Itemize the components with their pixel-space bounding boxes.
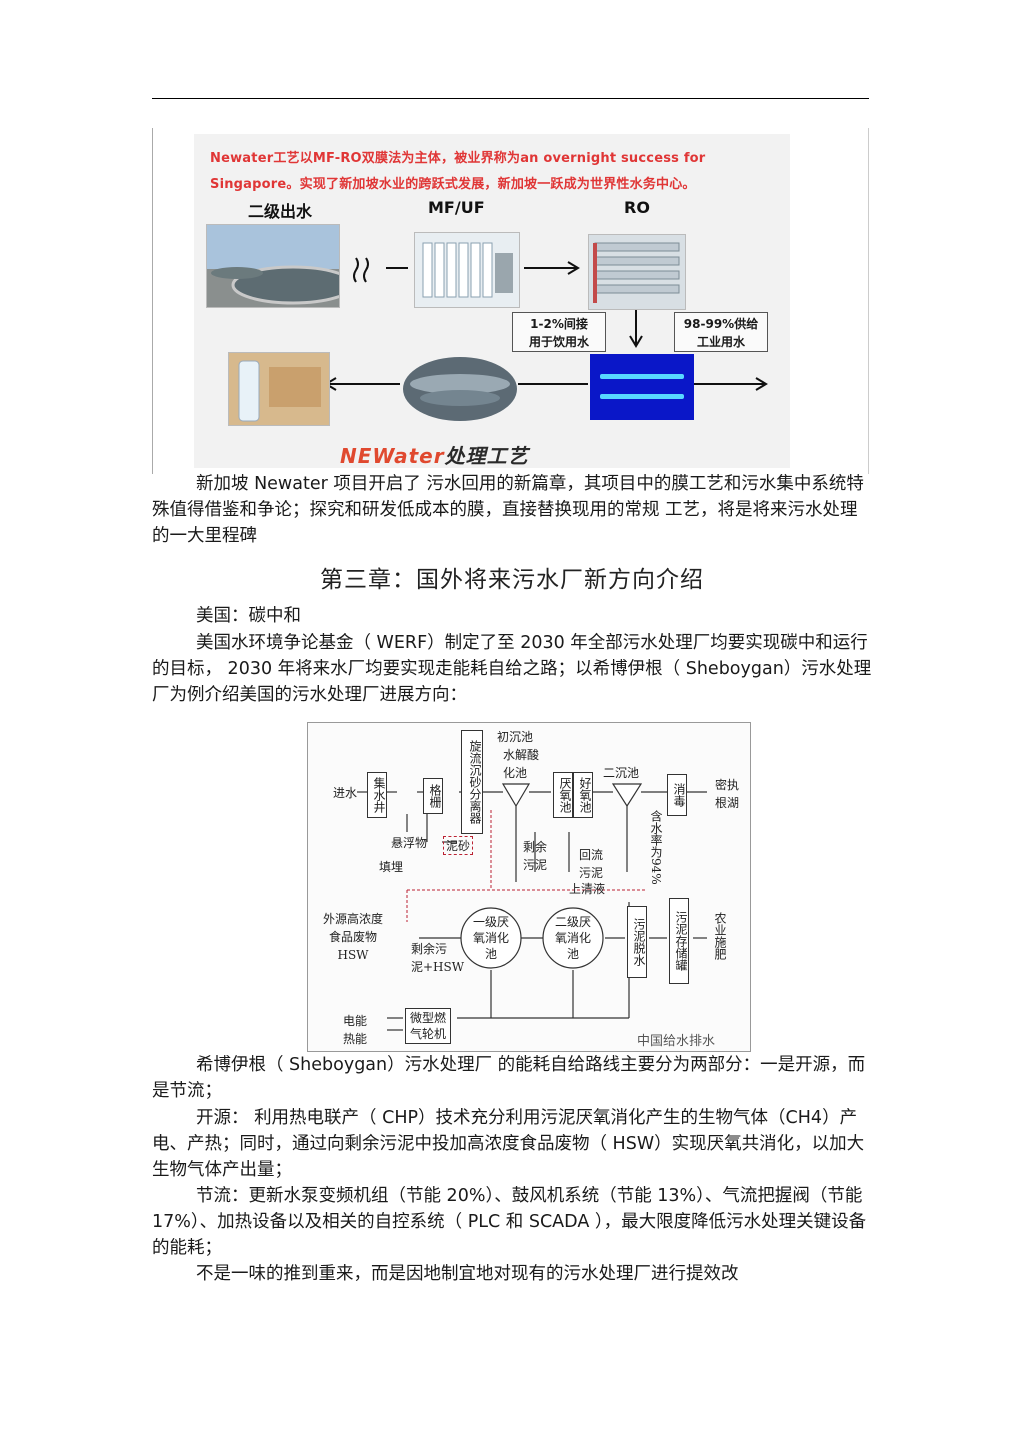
bottled-water-photo	[228, 352, 330, 426]
chapter-heading: 第三章：国外将来污水厂新方向介绍	[320, 567, 704, 593]
paragraph-sheboygan: 希博伊根（ Sheboygan）污水处理厂 的能耗自给路线主要分为两部分：一是开…	[152, 1055, 866, 1101]
header-rule	[152, 98, 869, 99]
screen: 格栅	[423, 778, 443, 814]
excess-hsw-label: 剩余污泥+HSW	[411, 942, 465, 974]
suspended-solids-label: 悬浮物	[391, 836, 428, 850]
label-ro: RO	[624, 198, 650, 217]
newater-figure: Newater工艺以MF-RO双膜法为主体，被业界称为an overnight …	[152, 128, 869, 474]
inlet-label: 进水	[333, 786, 358, 800]
sheboygan-flow-figure: 进水 集水井 格栅 旋流沉砂分离器 初沉池 水解酸化池 厌氧池 好氧池 二沉池 …	[307, 722, 751, 1052]
collect-well: 集水井	[367, 772, 387, 818]
treatment-plant-photo	[206, 224, 340, 308]
primary-clarifier-label: 初沉池	[497, 730, 534, 744]
watermark: 中国给水排水	[637, 1034, 716, 1049]
figure-headline: Newater工艺以MF-RO双膜法为主体，被业界称为an overnight …	[210, 151, 706, 192]
potable-water-box: 1-2%间接用于饮用水	[512, 312, 606, 352]
heat-label: 热能	[343, 1032, 368, 1046]
paragraph-newater: 新加坡 Newater 项目开启了 污水回用的新篇章，其项目中的膜工艺和污水集中…	[152, 474, 864, 546]
sludge-dewatering: 污泥脱水	[627, 906, 647, 978]
landfill-label: 填埋	[379, 860, 404, 874]
aerobic-tank: 好氧池	[573, 772, 593, 818]
paragraph-werf: 美国水环境争论基金（ WERF）制定了至 2030 年全部污水处理厂均要实现碳中…	[152, 633, 872, 705]
membrane-unit-photo	[414, 232, 520, 308]
excess-sludge-label: 剩余污泥	[523, 840, 548, 872]
outfall-label: 密执根湖	[715, 778, 740, 810]
digester-2: 二级厌氧消化池	[554, 915, 591, 961]
micro-turbine: 微型燃气轮机	[405, 1008, 452, 1044]
reservoir-photo	[403, 357, 517, 421]
digester-1: 一级厌氧消化池	[472, 915, 509, 961]
sludge-storage: 污泥存储罐	[669, 898, 689, 984]
disinfection-unit: 消毒	[667, 774, 687, 816]
paragraph-open-source: 开源： 利用热电联产（ CHP）技术充分利用污泥厌氧消化产生的生物气体（CH4）…	[152, 1108, 865, 1180]
grit-separator: 旋流沉砂分离器	[461, 730, 483, 834]
paragraph-usa-carbon: 美国：碳中和	[196, 606, 301, 626]
label-secondary-effluent: 二级出水	[248, 202, 313, 221]
electricity-label: 电能	[343, 1014, 368, 1028]
moisture-label: 含水率为94%	[649, 810, 663, 885]
return-sludge-label: 回流污泥	[579, 848, 604, 880]
fertilizer-label: 农业施肥	[713, 912, 727, 960]
paragraph-save-energy: 节流：更新水泵变频机组（节能 20%）、鼓风机系统（节能 13%）、气流把握阀（…	[152, 1186, 867, 1258]
uv-disinfection-icon	[590, 354, 694, 420]
sand-box: 泥砂	[443, 836, 474, 855]
newater-brand: NEWater处理工艺	[340, 444, 529, 468]
hydrolysis-label: 水解酸化池	[503, 748, 540, 780]
paragraph-retrofit: 不是一味的推到重来，而是因地制宜地对现有的污水处理厂进行提效改	[196, 1264, 739, 1284]
industrial-water-box: 98-99%供给工业用水	[674, 312, 768, 352]
secondary-clarifier-label: 二沉池	[603, 766, 640, 780]
supernatant-label: 上清液	[569, 882, 606, 896]
label-mf-uf: MF/UF	[428, 198, 485, 217]
ro-unit-photo	[588, 234, 686, 310]
anoxic-tank: 厌氧池	[553, 772, 573, 818]
